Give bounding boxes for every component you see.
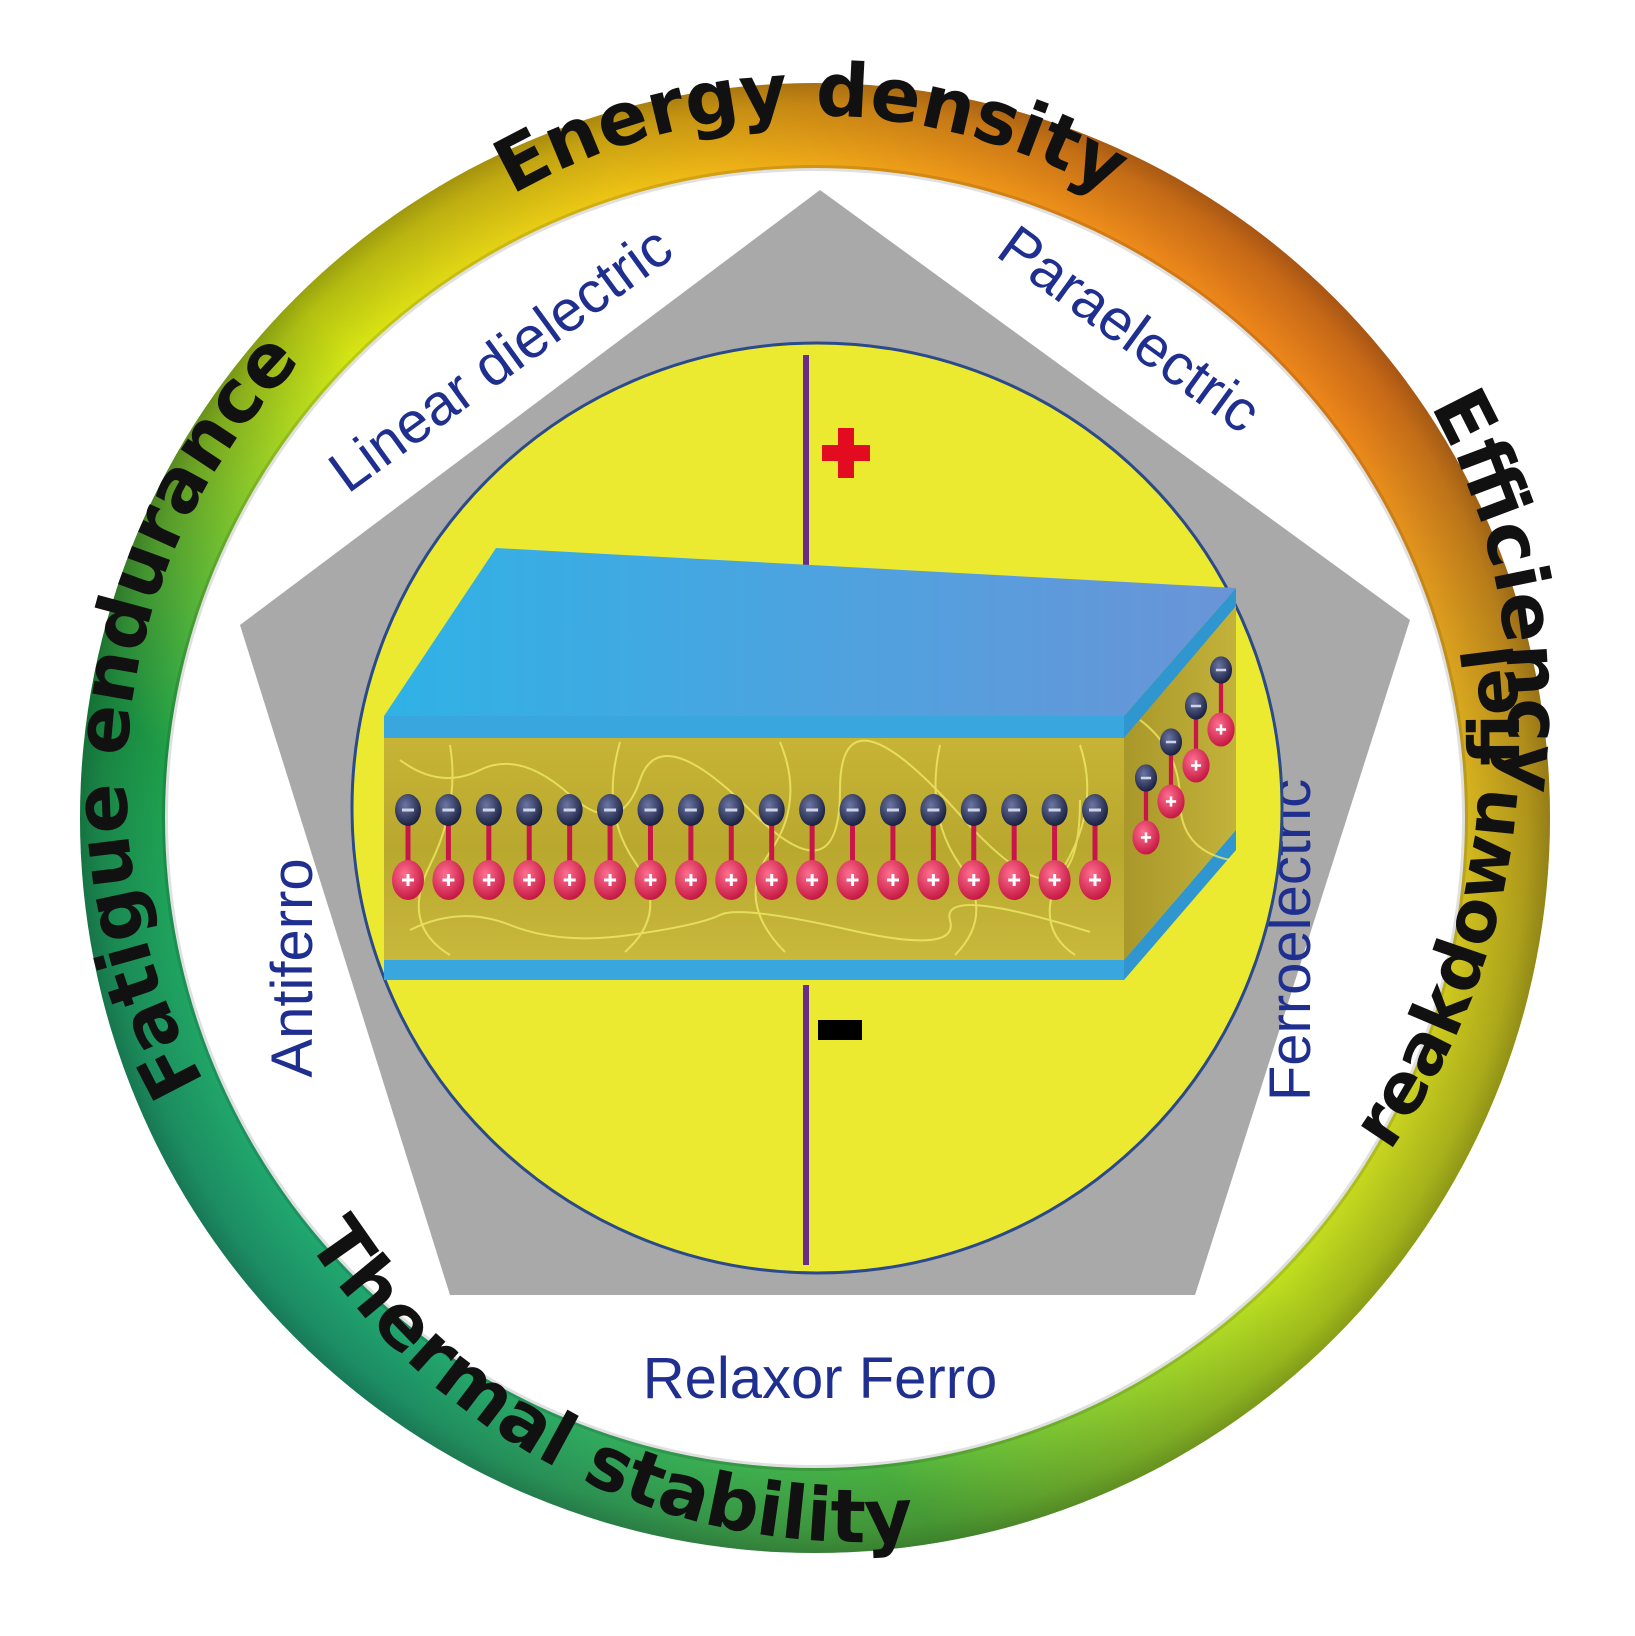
side-dipole-3 [1182,692,1210,783]
dipole-minus-mark [563,808,576,812]
dipole-14 [917,794,950,900]
dipole-plus-mark-v [729,874,733,886]
dipole-minus-mark [604,808,617,812]
bottom-electrode-side [1124,830,1236,980]
dipole-plus-mark-v [608,874,612,886]
dipole-minus-mark [927,808,940,812]
top-electrode-edge [384,716,1124,738]
dipole-minus-mark [482,808,495,812]
dipole-11 [796,794,829,900]
dipole-minus-mark [725,808,738,812]
side-dipole-1 [1132,764,1160,855]
dipole-10 [755,794,788,900]
dipole-minus-mark [523,808,536,812]
dipole-6 [594,794,627,900]
dipole-minus-mark [402,808,414,812]
capacitor [384,355,1236,1265]
dipole-18 [1079,794,1111,900]
side-dipole-4 [1207,656,1235,747]
plus-sign-vertical [838,428,854,478]
dipole-plus-mark-v [891,874,895,886]
dipole-5 [553,794,586,900]
dipole-1 [392,794,424,900]
dipole-plus-mark-v [810,874,814,886]
dipole-2 [432,794,465,900]
dipole-17 [1038,794,1071,900]
side-dipole-column [1132,656,1235,855]
dipole-plus-mark-v [1169,796,1173,807]
dipole-plus-mark-v [1144,832,1148,843]
dipole-minus-mark [1165,740,1177,744]
dipole-12 [836,794,869,900]
dipole-minus-mark [1140,776,1152,780]
top-electrode-face [384,548,1236,716]
dipole-plus-mark-v [851,874,855,886]
dielectric-side-face [1124,588,1236,960]
dipole-15 [957,794,990,900]
dipole-minus-mark [684,808,697,812]
dipole-minus-mark [967,808,980,812]
material-label-relaxor-ferro: Relaxor Ferro [643,1346,998,1411]
dipole-plus-mark-v [1219,724,1223,735]
dipole-plus-mark-v [770,874,774,886]
dipole-8 [674,794,707,900]
positive-terminal [822,428,870,478]
dipole-9 [715,794,748,900]
minus-sign [818,1020,862,1040]
dipole-minus-mark [846,808,859,812]
top-electrode-side [1124,588,1236,738]
dipole-plus-mark-v [1093,874,1097,886]
dipole-minus-mark [1048,808,1061,812]
dipole-minus-mark [1190,704,1202,708]
dipole-3 [472,794,505,900]
dipole-plus-mark-v [648,874,652,886]
dipole-minus-mark [1215,668,1227,672]
dipole-plus-mark-v [1012,874,1016,886]
dipole-4 [513,794,546,900]
dipole-minus-mark [1008,808,1021,812]
dipole-plus-mark-v [568,874,572,886]
dipole-plus-mark-v [406,874,410,886]
dipole-minus-mark [1089,808,1101,812]
dipole-minus-mark [806,808,819,812]
dipole-plus-mark-v [1053,874,1057,886]
dipole-row [392,794,1111,900]
dipole-plus-mark-v [446,874,450,886]
material-label-antiferro: Antiferro [260,858,325,1077]
dipole-13 [876,794,909,900]
bottom-electrode-edge [384,960,1124,980]
dipole-plus-mark-v [972,874,976,886]
dipole-plus-mark-v [689,874,693,886]
dipole-7 [634,794,667,900]
dipole-plus-mark-v [1194,760,1198,771]
dipole-plus-mark-v [527,874,531,886]
dipole-minus-mark [442,808,455,812]
side-dipole-2 [1157,728,1185,819]
dipole-plus-mark-v [487,874,491,886]
dipole-minus-mark [886,808,899,812]
dipole-16 [998,794,1031,900]
dipole-plus-mark-v [931,874,935,886]
dipole-minus-mark [644,808,657,812]
dipole-minus-mark [765,808,778,812]
ring-inner-edge [162,165,1468,1471]
